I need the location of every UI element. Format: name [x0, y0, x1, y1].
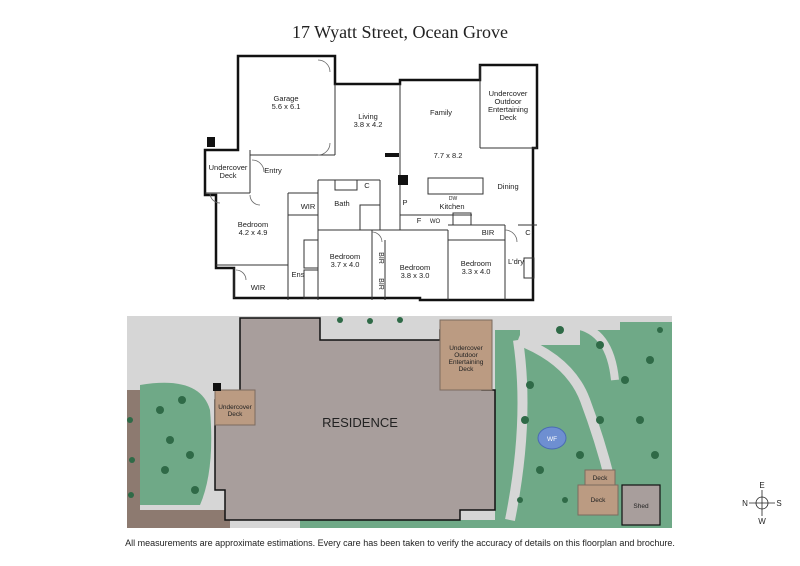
- family-label: Family: [430, 108, 452, 117]
- living-dims: 3.8 x 4.2: [354, 120, 383, 129]
- shed-label: Shed: [633, 503, 649, 510]
- plants: [127, 317, 663, 503]
- site-undercover-deck-line1: Undercover: [218, 404, 252, 411]
- wall-stub: [213, 383, 221, 391]
- compass-e: E: [759, 481, 764, 490]
- bedroom2-dims: 3.7 x 4.0: [331, 260, 360, 269]
- page-title: 17 Wyatt Street, Ocean Grove: [291, 22, 508, 42]
- undercover-deck-line1: Undercover: [209, 163, 248, 172]
- compass: [749, 490, 775, 516]
- bedroom1-dims: 4.2 x 4.9: [239, 228, 268, 237]
- undercover-deck-line2: Deck: [219, 171, 236, 180]
- outdoor-deck-line2: Outdoor: [494, 97, 522, 106]
- outdoor-deck-line4: Deck: [499, 113, 516, 122]
- living-label: Living: [358, 112, 378, 121]
- bedroom2-label: Bedroom: [330, 252, 360, 261]
- pantry-label: P: [402, 198, 407, 207]
- garden-path: [574, 321, 619, 381]
- wall-stub: [398, 175, 408, 185]
- site-outdoor-deck-line2: Outdoor: [454, 352, 478, 359]
- water-feature-label: WF: [547, 436, 557, 443]
- bedroom3-dims: 3.8 x 3.0: [401, 271, 430, 280]
- water-feature: [537, 426, 567, 450]
- site-undercover-deck-line2: Deck: [228, 411, 244, 418]
- exterior-walls: [203, 54, 539, 302]
- bedroom4-dims: 3.3 x 4.0: [462, 267, 491, 276]
- deck-large: [577, 484, 619, 516]
- bath-c-label: C: [364, 181, 370, 190]
- compass-w: W: [758, 517, 766, 526]
- wall-oven-label: WO: [430, 219, 441, 225]
- wall-stub: [385, 153, 399, 157]
- wall-stub: [207, 137, 215, 147]
- disclaimer: All measurements are approximate estimat…: [125, 538, 675, 548]
- front-path: [127, 316, 240, 385]
- bedroom1-label: Bedroom: [238, 220, 268, 229]
- dining-label: Dining: [497, 182, 518, 191]
- garage-dims: 5.6 x 6.1: [272, 102, 301, 111]
- outdoor-deck-line3: Entertaining: [488, 105, 528, 114]
- site-outdoor-deck-line1: Undercover: [449, 345, 483, 352]
- site-outdoor-deck-line4: Deck: [459, 366, 475, 373]
- fridge-label: F: [417, 216, 422, 225]
- compass-n: N: [742, 499, 748, 508]
- residence-label: RESIDENCE: [322, 415, 398, 430]
- outdoor-deck-line1: Undercover: [489, 89, 528, 98]
- deck-small-label: Deck: [593, 475, 609, 482]
- garden-path: [516, 335, 615, 482]
- deck-outdoor: [439, 319, 493, 391]
- entry-label: Entry: [264, 166, 282, 175]
- bath-label: Bath: [334, 199, 349, 208]
- shed: [621, 484, 661, 526]
- laundry-c-label: C: [525, 228, 531, 237]
- garden-edge: [127, 510, 230, 528]
- door-swings: [209, 59, 518, 281]
- bedroom3-label: Bedroom: [400, 263, 430, 272]
- garden-path: [505, 339, 528, 521]
- wir-bottom-label: WIR: [251, 283, 266, 292]
- family-dims: 7.7 x 8.2: [434, 151, 463, 160]
- dishwasher-label: DW: [449, 196, 458, 202]
- bedroom4-label: Bedroom: [461, 259, 491, 268]
- bir-vertical-2: BIR: [377, 278, 384, 290]
- garden-bed-left: [140, 382, 212, 505]
- site-outdoor-deck-line3: Entertaining: [449, 359, 484, 366]
- ensuite-label: Ens: [292, 270, 305, 279]
- interior-walls: [205, 65, 537, 300]
- site-plan: [127, 316, 672, 528]
- deck-large-label: Deck: [591, 497, 607, 504]
- undercover-deck-site: [214, 389, 256, 426]
- bir-top-label: BIR: [482, 228, 495, 237]
- garage-label: Garage: [273, 94, 298, 103]
- laundry-label: L'dry: [508, 257, 524, 266]
- kitchen-label: Kitchen: [439, 202, 464, 211]
- compass-s: S: [776, 499, 781, 508]
- residence-roof: [214, 317, 496, 521]
- wir-top-label: WIR: [301, 202, 316, 211]
- bir-vertical-1: BIR: [377, 252, 384, 264]
